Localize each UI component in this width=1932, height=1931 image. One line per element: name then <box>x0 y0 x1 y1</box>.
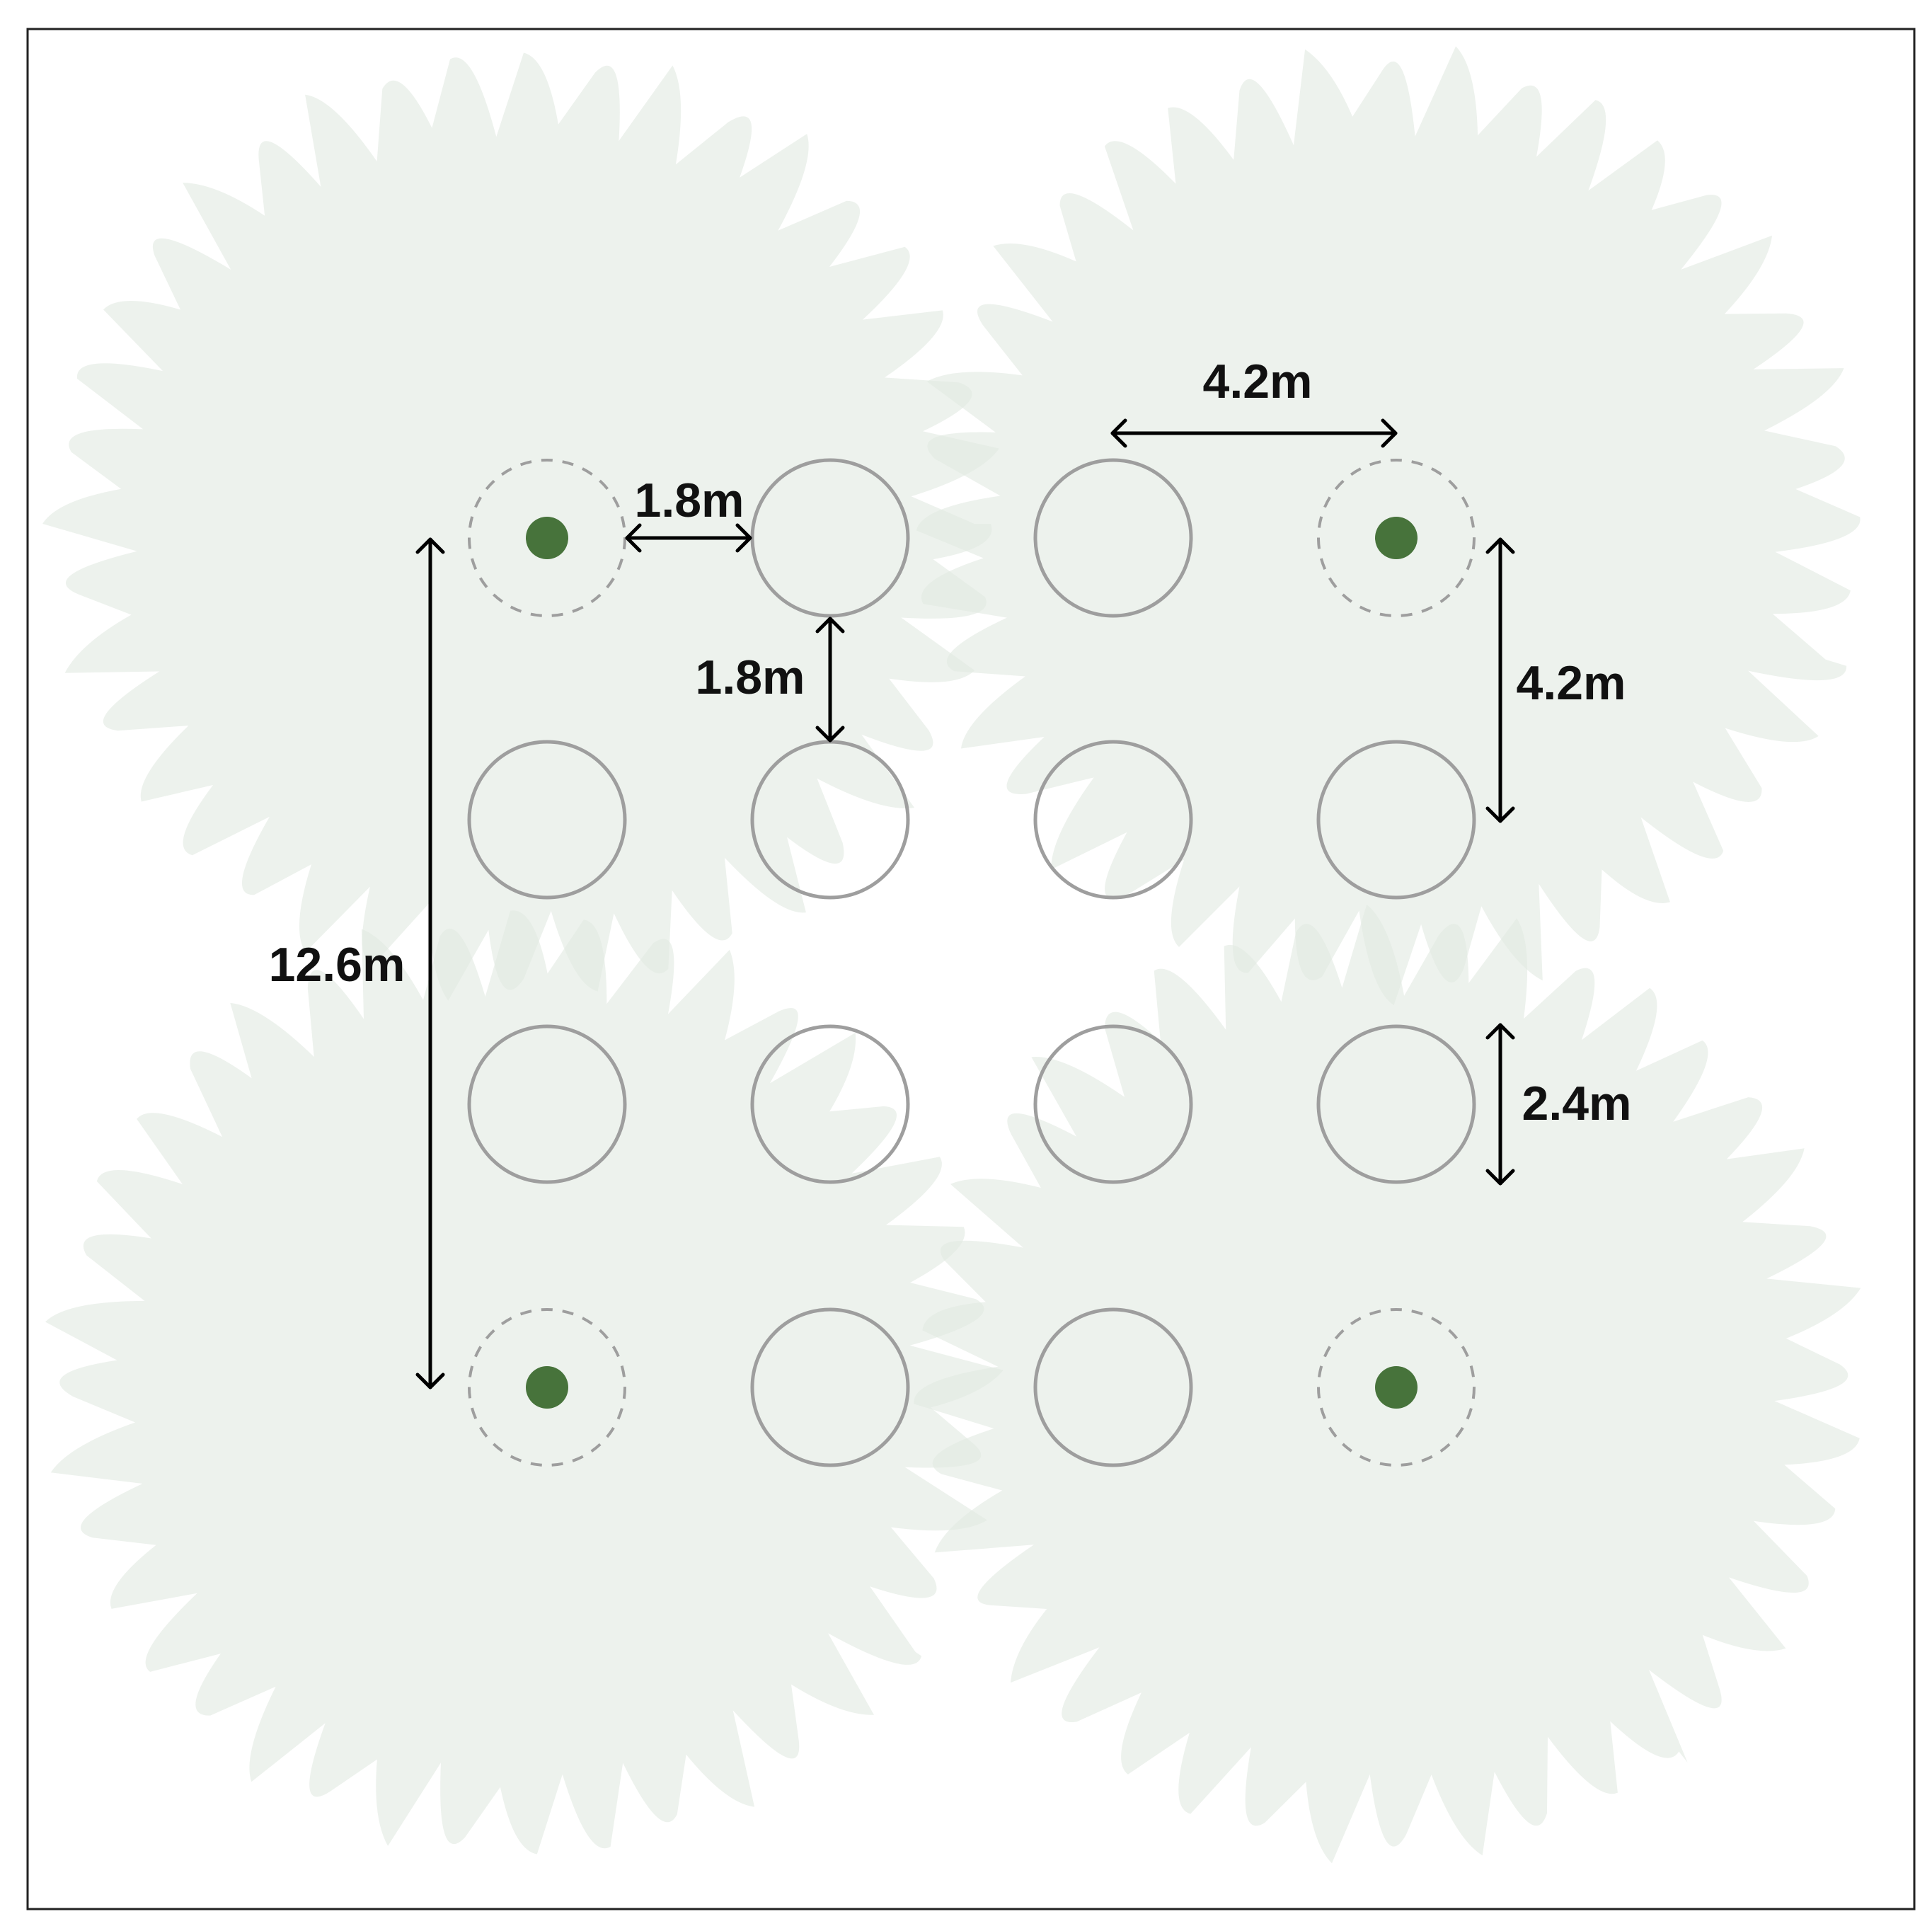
label-2-4m-vertical: 2.4m <box>1522 1077 1632 1130</box>
existing-tree-trunk-0-3 <box>1375 517 1418 559</box>
planting-position-0-1 <box>750 458 910 618</box>
arrow-12-6m-vertical <box>415 537 445 1389</box>
arrow-4-2m-horizontal <box>1110 418 1398 448</box>
canopy-layer <box>42 46 1861 1864</box>
planting-position-2-3 <box>1316 1024 1476 1184</box>
existing-tree-trunk-3-3 <box>1375 1366 1418 1409</box>
planting-position-0-2 <box>1033 458 1193 618</box>
planting-position-1-2 <box>1033 740 1193 900</box>
planting-position-1-3 <box>1316 740 1476 900</box>
planting-position-2-1 <box>750 1024 910 1184</box>
arrow-4-2m-vertical <box>1485 537 1515 823</box>
planting-position-2-2 <box>1033 1024 1193 1184</box>
planting-position-1-0 <box>467 740 627 900</box>
existing-tree-ring-0-3 <box>1317 459 1476 617</box>
dimension-labels: 4.2m 1.8m 1.8m 4.2m 12.6m 2.4m <box>269 355 1632 1130</box>
existing-tree-trunk-0-0 <box>526 517 568 559</box>
label-12-6m-vertical: 12.6m <box>269 938 406 992</box>
dimension-arrows <box>415 418 1515 1389</box>
existing-tree-ring-3-3 <box>1317 1308 1476 1467</box>
existing-tree-ring-3-0 <box>468 1308 626 1467</box>
existing-tree-ring-0-0 <box>468 459 626 617</box>
tree-grid <box>467 458 1476 1467</box>
label-1-8m-vertical: 1.8m <box>696 651 805 704</box>
arrow-2-4m-vertical <box>1485 1023 1515 1186</box>
planting-position-3-2 <box>1033 1307 1193 1467</box>
label-4-2m-horizontal: 4.2m <box>1203 355 1313 408</box>
label-1-8m-horizontal: 1.8m <box>635 474 744 527</box>
planting-position-3-1 <box>750 1307 910 1467</box>
arrow-1-8m-horizontal <box>625 523 752 553</box>
arrow-1-8m-vertical <box>815 617 845 743</box>
label-4-2m-vertical: 4.2m <box>1517 656 1626 710</box>
existing-tree-trunk-3-0 <box>526 1366 568 1409</box>
planting-position-2-0 <box>467 1024 627 1184</box>
border-frame <box>26 28 1916 1910</box>
canopy-top-left <box>42 52 999 1001</box>
